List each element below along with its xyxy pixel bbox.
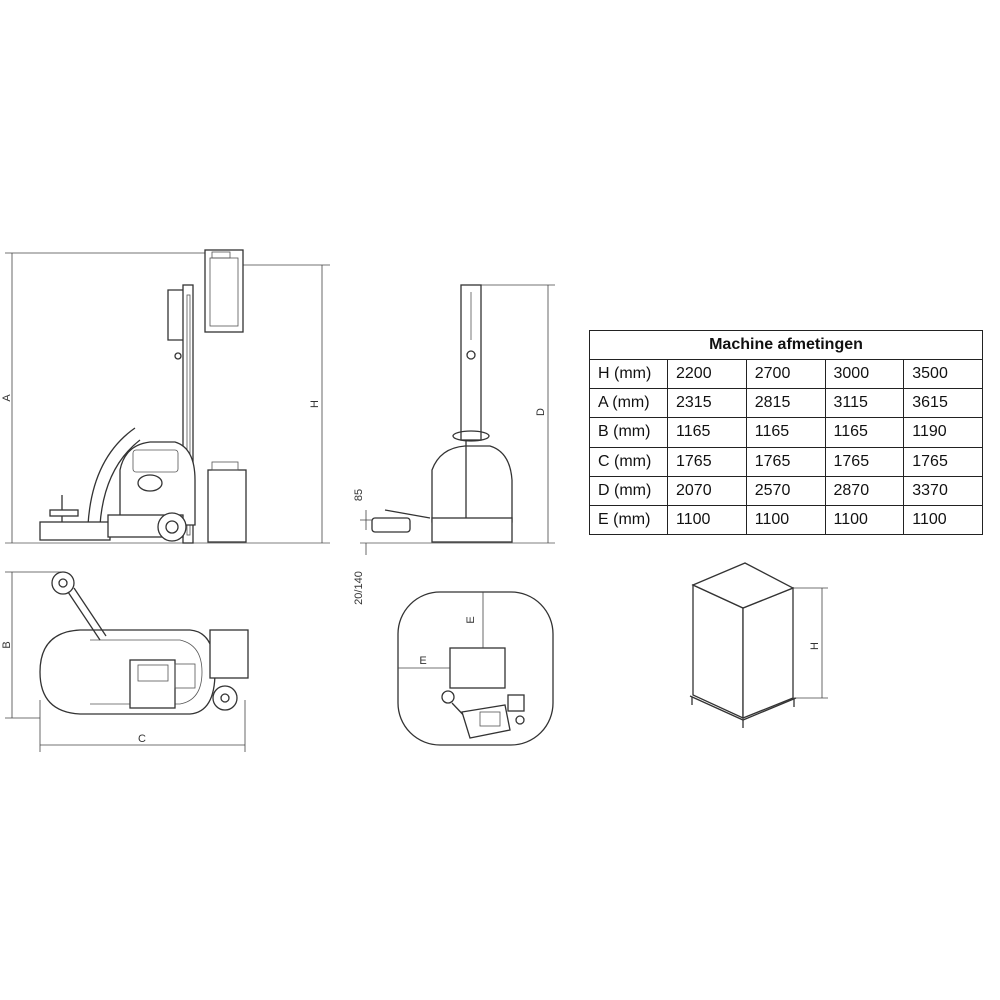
top-view: B C xyxy=(1,571,249,752)
row-label: C (mm) xyxy=(589,446,668,477)
table-title: Machine afmetingen xyxy=(589,329,983,361)
dim-label-85: 85 xyxy=(353,489,365,501)
table-cell: 1765 xyxy=(745,446,826,477)
table-row: C (mm) 1765 1765 1765 1765 xyxy=(589,446,983,477)
dim-label-a: A xyxy=(1,394,13,402)
table-cell: 3000 xyxy=(824,359,905,390)
table-cell: 3500 xyxy=(903,359,983,390)
row-label: E (mm) xyxy=(589,504,668,536)
table-row: E (mm) 1100 1100 1100 1100 xyxy=(589,504,983,536)
dim-label-h-side: H xyxy=(309,400,321,408)
dim-label-b: B xyxy=(1,641,13,648)
table-cell: 3615 xyxy=(903,388,983,419)
table-row: H (mm) 2200 2700 3000 3500 xyxy=(589,359,983,390)
table-cell: 1100 xyxy=(824,504,905,536)
table-cell: 3115 xyxy=(824,388,905,419)
pallet-load: H xyxy=(689,562,828,728)
table-cell: 1765 xyxy=(903,446,983,477)
table-cell: 2700 xyxy=(745,359,826,390)
table-cell: 1165 xyxy=(745,417,826,448)
plan-layout: E E xyxy=(397,591,554,746)
dimensions-table: Machine afmetingen H (mm) 2200 2700 3000… xyxy=(589,329,983,536)
row-label: A (mm) xyxy=(589,388,668,419)
table-cell: 2070 xyxy=(667,475,747,506)
table-row: B (mm) 1165 1165 1165 1190 xyxy=(589,417,983,448)
dim-label-20-140: 20/140 xyxy=(353,571,365,605)
front-view: D 85 20/140 xyxy=(353,284,555,605)
table-cell: 2200 xyxy=(667,359,747,390)
table-cell: 1165 xyxy=(667,417,747,448)
table-cell: 1165 xyxy=(824,417,905,448)
row-label: B (mm) xyxy=(589,417,668,448)
table-cell: 1765 xyxy=(667,446,747,477)
table-cell: 2315 xyxy=(667,388,747,419)
table-cell: 2870 xyxy=(824,475,905,506)
dim-label-e-top: E xyxy=(465,616,477,623)
dim-label-e-left: E xyxy=(419,655,426,667)
table-cell: 2815 xyxy=(745,388,826,419)
table-cell: 2570 xyxy=(745,475,826,506)
table-cell: 1100 xyxy=(903,504,983,536)
dim-label-c: C xyxy=(138,733,146,745)
table-cell: 3370 xyxy=(903,475,983,506)
table-row: D (mm) 2070 2570 2870 3370 xyxy=(589,475,983,506)
table-row: A (mm) 2315 2815 3115 3615 xyxy=(589,388,983,419)
dim-label-d: D xyxy=(535,408,547,416)
table-cell: 1190 xyxy=(903,417,983,448)
table-cell: 1100 xyxy=(745,504,826,536)
dim-label-h-box: H xyxy=(809,642,821,650)
row-label: H (mm) xyxy=(589,359,668,390)
table-cell: 1100 xyxy=(667,504,747,536)
table-cell: 1765 xyxy=(824,446,905,477)
side-view: A H xyxy=(1,249,330,544)
row-label: D (mm) xyxy=(589,475,668,506)
